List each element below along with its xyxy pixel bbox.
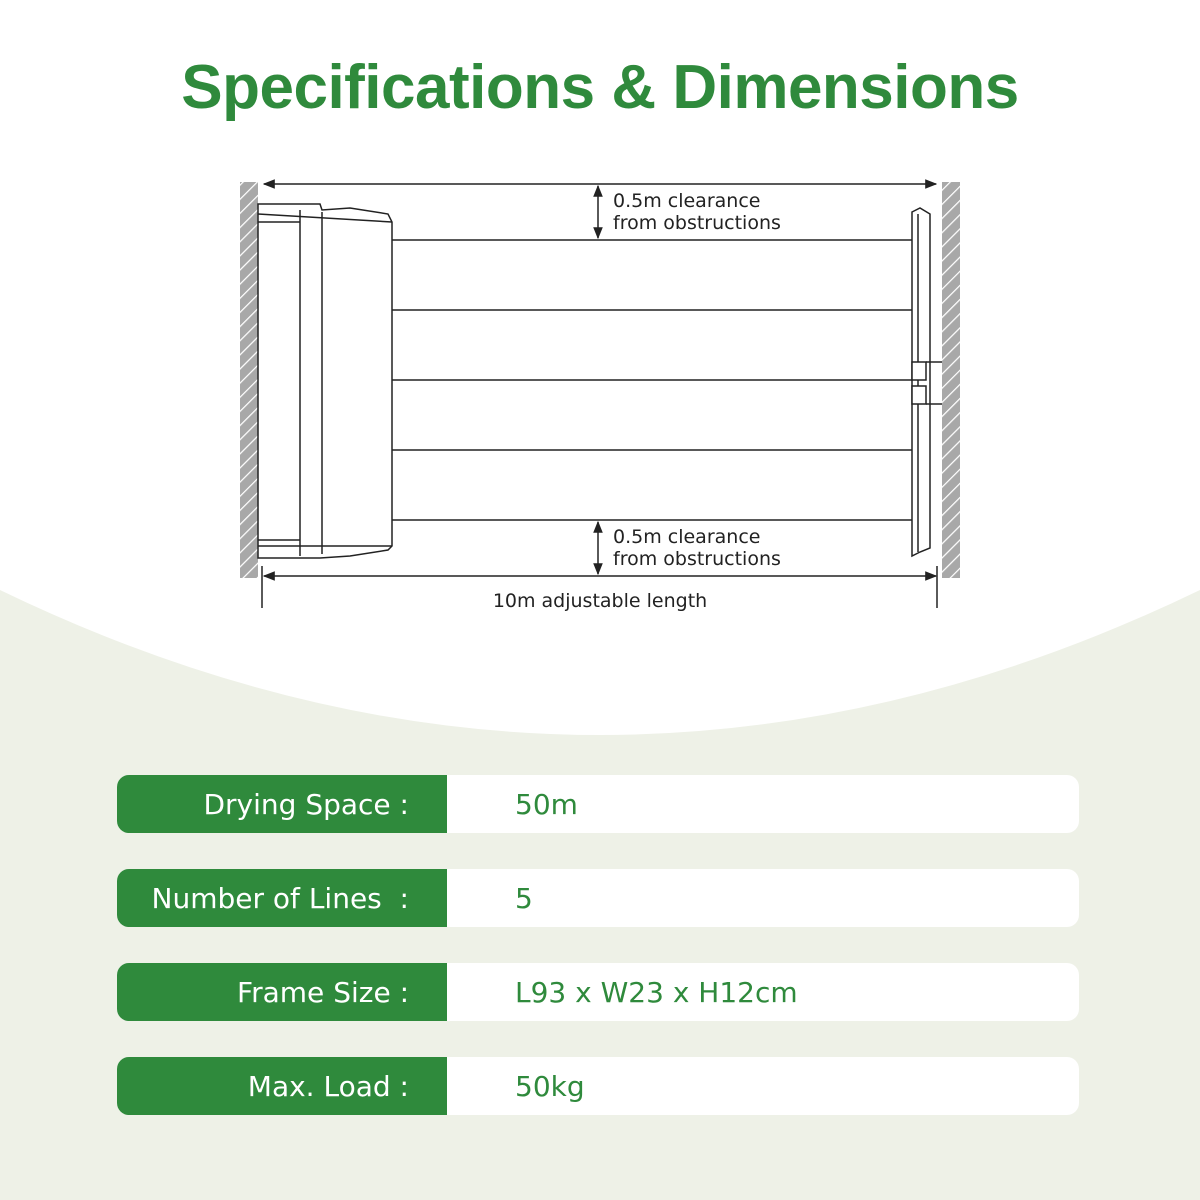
spec-value: 5 [515, 881, 533, 915]
bottom-clearance-label-line1: 0.5m clearance [613, 526, 760, 548]
washing-lines [392, 239, 912, 521]
length-label: 10m adjustable length [493, 590, 707, 612]
spec-row-number-of-lines: Number of Lines : 5 [117, 869, 1079, 927]
right-wall [942, 182, 960, 578]
spec-row-drying-space: Drying Space : 50m [117, 775, 1079, 833]
spec-value: L93 x W23 x H12cm [515, 975, 798, 1009]
spec-label: Frame Size : [117, 963, 447, 1021]
left-wall [240, 182, 258, 578]
retractable-housing [257, 203, 393, 559]
spec-label: Max. Load : [117, 1057, 447, 1115]
top-clearance-label-line1: 0.5m clearance [613, 190, 760, 212]
spec-value: 50m [515, 787, 578, 821]
spec-row-max-load: Max. Load : 50kg [117, 1057, 1079, 1115]
page-title: Specifications & Dimensions [181, 53, 1019, 122]
bottom-clearance-label-line2: from obstructions [613, 548, 781, 570]
top-clearance-label-line2: from obstructions [613, 212, 781, 234]
receiver-bracket [911, 207, 942, 558]
spec-row-frame-size: Frame Size : L93 x W23 x H12cm [117, 963, 1079, 1021]
spec-value: 50kg [515, 1069, 585, 1103]
spec-label: Drying Space : [117, 775, 447, 833]
spec-label: Number of Lines : [117, 869, 447, 927]
